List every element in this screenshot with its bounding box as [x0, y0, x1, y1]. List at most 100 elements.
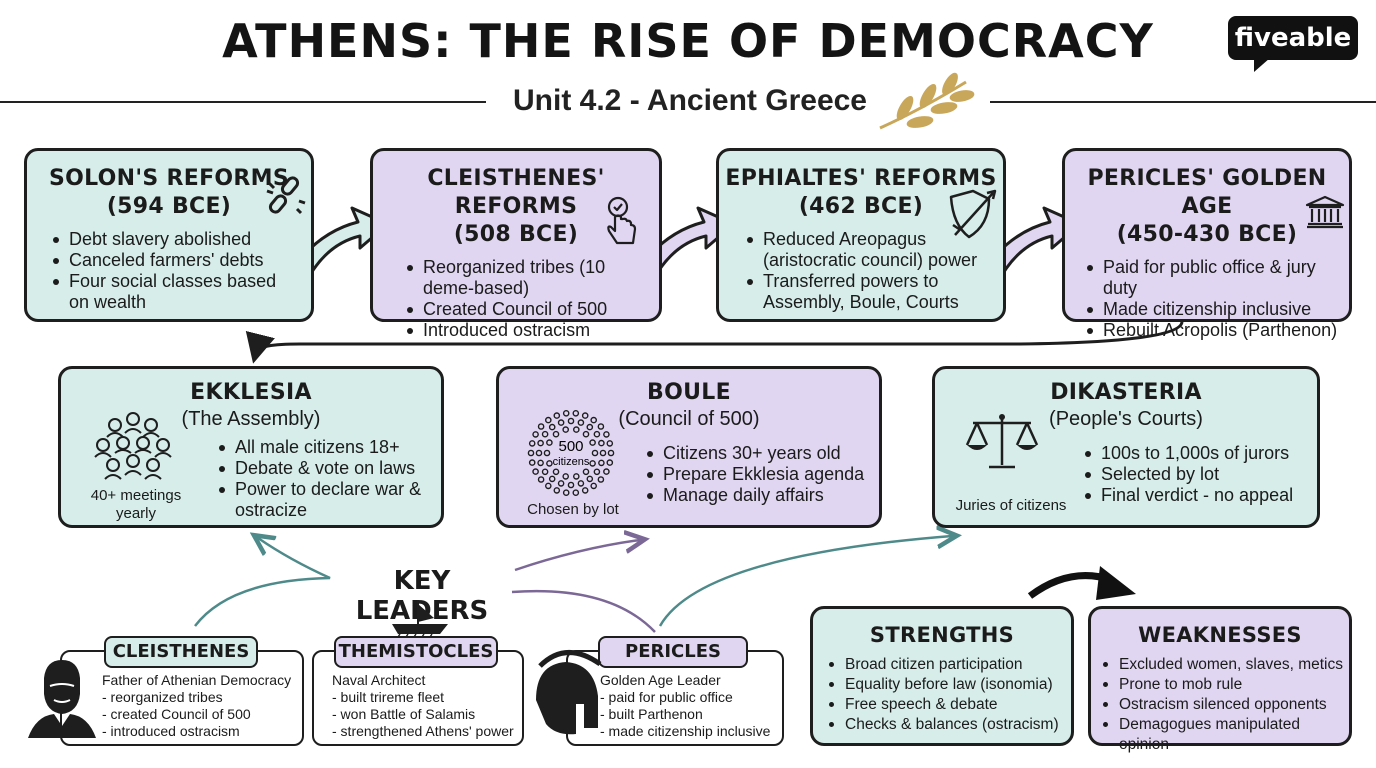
council-seat-dot — [572, 489, 580, 496]
card-bullets: Reduced Areopagus (aristocratic council)… — [745, 229, 1005, 313]
council-seat-dot — [597, 476, 605, 483]
council-seat-dot — [562, 489, 570, 496]
card-title: EKKLESIA — [190, 380, 312, 405]
card-date: (450-430 BCE) — [1116, 222, 1298, 247]
bullet: Broad citizen participation — [827, 655, 1071, 675]
header-rule-left — [0, 101, 486, 103]
council-seat-dot — [527, 449, 535, 457]
council-seat-dot — [562, 410, 570, 417]
council-seat-dot — [591, 449, 599, 457]
council-seat-dot — [598, 459, 605, 467]
council-seat-dot — [586, 423, 594, 431]
leader-item: - introduced ostracism — [102, 723, 240, 739]
bullet: All male citizens 18+ — [217, 437, 437, 458]
leader-details-cleisthenes: Father of Athenian Democracy - reorganiz… — [102, 672, 302, 740]
council-seat-dot — [573, 426, 580, 433]
council-seat-dot — [598, 439, 605, 447]
bullet: Transferred powers to Assembly, Boule, C… — [745, 271, 1005, 313]
bullet: Prepare Ekklesia agenda — [645, 464, 875, 485]
bullet: Debt slavery abolished — [51, 229, 301, 250]
bullet: Power to declare war & ostracize — [217, 479, 437, 521]
card-bullets: Debt slavery abolished Canceled farmers'… — [51, 229, 301, 313]
leader-item: - won Battle of Salamis — [332, 706, 476, 722]
key-leaders-heading: KEY LEADERS — [355, 566, 489, 626]
card-subtitle: (People's Courts) — [1049, 408, 1203, 430]
council-seat-dot — [528, 440, 536, 447]
connector-pericles-purple — [511, 589, 656, 633]
card-bullets: Reorganized tribes (10 deme-based) Creat… — [405, 257, 645, 341]
council-seat-dot — [590, 416, 597, 424]
bullet: Free speech & debate — [827, 695, 1071, 715]
bullet: Ostracism silenced opponents — [1101, 695, 1351, 715]
connector-boule — [514, 540, 640, 572]
bullet: Checks & balances (ostracism) — [827, 715, 1071, 735]
bullet: Four social classes based on wealth — [51, 271, 301, 313]
leader-name-pericles: PERICLES — [598, 636, 748, 668]
leader-item: - created Council of 500 — [102, 706, 251, 722]
council-seat-dot — [577, 480, 585, 487]
council-seat-dot — [597, 423, 605, 430]
council-seat-dot — [582, 468, 590, 476]
card-bullets: 100s to 1,000s of jurors Selected by lot… — [1083, 443, 1313, 506]
bullet: Demagogues manipulated opinion — [1101, 715, 1351, 755]
council-seat-dot — [603, 468, 610, 475]
council-seat-dot — [557, 419, 565, 426]
bullet: Paid for public office & jury duty — [1085, 257, 1347, 299]
institution-card-ekklesia: EKKLESIA (The Assembly) 40+ meetings yea… — [58, 366, 444, 528]
bullet: Prone to mob rule — [1101, 675, 1351, 695]
council-seat-dot — [589, 439, 596, 446]
council-seat-dot — [544, 416, 552, 424]
council-seat-dot — [577, 419, 585, 426]
ekklesia-caption: 40+ meetings yearly — [90, 487, 182, 522]
bullet: Final verdict - no appeal — [1083, 485, 1313, 506]
strengths-card: STRENGTHS Broad citizen participation Eq… — [810, 606, 1074, 746]
council-seat-dot — [593, 430, 601, 438]
shield-sword-icon — [949, 189, 997, 239]
fiveable-logo[interactable]: fiveable — [1228, 16, 1358, 72]
council-seat-dot — [537, 459, 544, 467]
bullet: Introduced ostracism — [405, 320, 645, 341]
council-seat-dot — [573, 473, 580, 480]
bullet: Excluded women, slaves, metics — [1101, 655, 1351, 675]
institution-card-boule: BOULE (Council of 500) 500 citizens Chos… — [496, 366, 882, 528]
strengths-title: STRENGTHS — [869, 623, 1015, 647]
council-seat-dot — [544, 482, 552, 490]
council-seat-dot — [552, 430, 560, 438]
card-bullets: Citizens 30+ years old Prepare Ekklesia … — [645, 443, 875, 506]
council-seat-dot — [541, 468, 549, 476]
card-subtitle: (The Assembly) — [181, 408, 321, 430]
council-seat-dot — [537, 476, 545, 483]
card-date: (462 BCE) — [798, 194, 924, 219]
bullet: Canceled farmers' debts — [51, 250, 301, 271]
council-seat-dot — [553, 487, 561, 494]
leader-item: - built trireme fleet — [332, 689, 445, 705]
council-seat-dot — [546, 460, 553, 467]
council-seat-dot — [532, 468, 539, 475]
ballot-hand-icon — [607, 196, 637, 245]
card-title: CLEISTHENES' REFORMS — [427, 166, 605, 219]
bullet: Rebuilt Acropolis (Parthenon) — [1085, 320, 1347, 341]
council-seat-dot — [562, 473, 570, 480]
broken-chain-icon — [266, 176, 306, 215]
timeline-card-cleisthenes: CLEISTHENES' REFORMS (508 BCE) Reorganiz… — [370, 148, 662, 340]
bullet: Reorganized tribes (10 deme-based) — [405, 257, 645, 299]
leader-item: - built Parthenon — [600, 706, 703, 722]
council-seat-dot — [537, 423, 545, 430]
council-seat-dot — [562, 426, 570, 433]
strengths-weakness-arrow — [1027, 572, 1114, 599]
timeline-card-pericles: PERICLES' GOLDEN AGE (450-430 BCE) Paid … — [1062, 148, 1352, 340]
council-seat-dot — [537, 439, 544, 447]
weaknesses-bullets: Excluded women, slaves, metics Prone to … — [1101, 655, 1351, 755]
council-seat-dot — [552, 468, 560, 476]
bullet: Equality before law (isonomia) — [827, 675, 1071, 695]
council-seat-dot — [541, 430, 549, 438]
council-seat-dot — [606, 459, 614, 466]
council-seat-dot — [532, 431, 539, 438]
leader-details-themistocles: Naval Architect - built trireme fleet - … — [332, 672, 522, 740]
council-seat-dot — [603, 431, 610, 438]
leader-name-cleisthenes: CLEISTHENES — [104, 636, 258, 668]
timeline-card-ephialtes: EPHIALTES' REFORMS (462 BCE) Reduced Are… — [716, 148, 1006, 322]
card-bullets: Paid for public office & jury duty Made … — [1085, 257, 1347, 341]
institution-card-dikasteria: DIKASTERIA (People's Courts) Juries of c… — [932, 366, 1320, 528]
card-title: EPHIALTES' REFORMS — [725, 166, 997, 191]
